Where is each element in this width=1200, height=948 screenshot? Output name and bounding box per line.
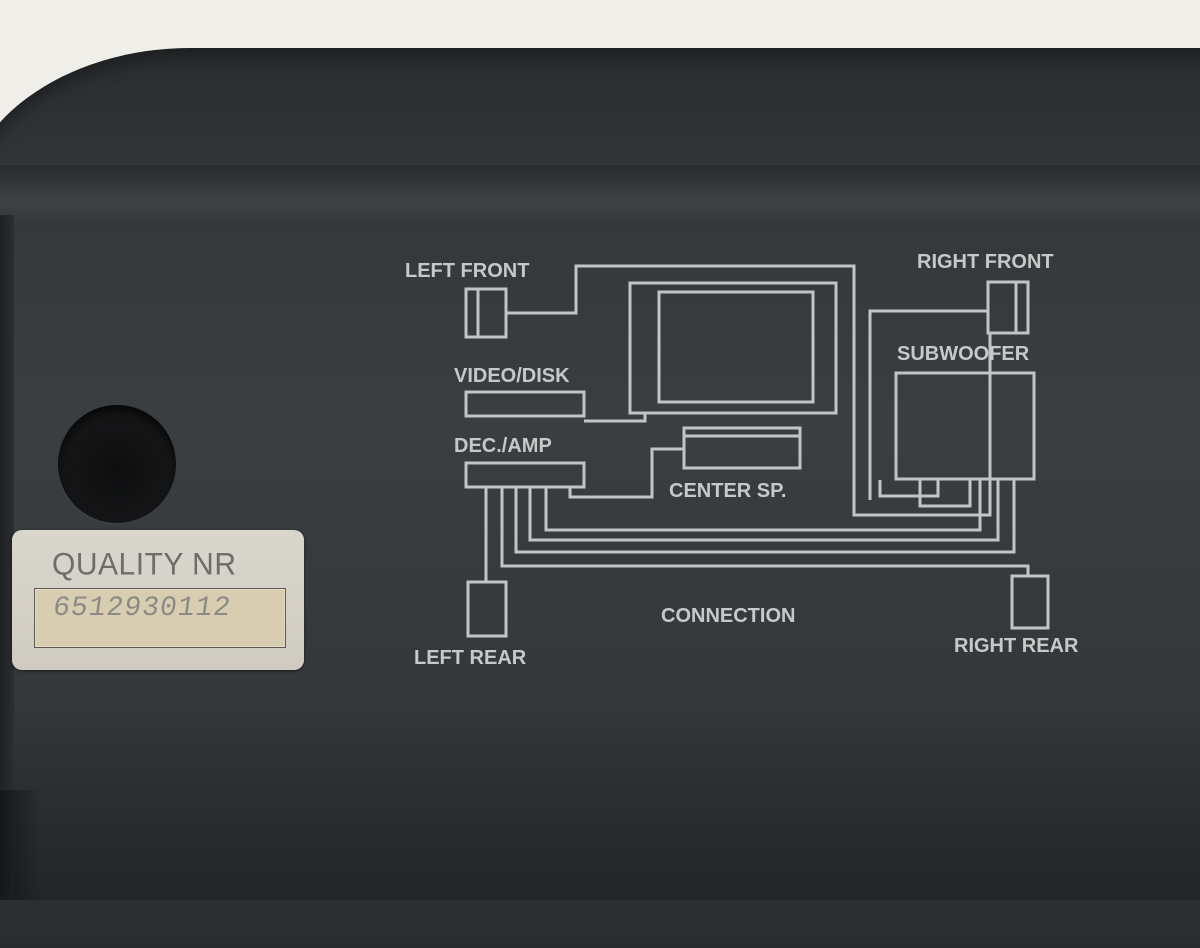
label-left-front: LEFT FRONT [405, 260, 529, 282]
video-tv-wire [584, 413, 647, 423]
housing-left-edge [0, 215, 14, 900]
housing-shadow [0, 700, 1200, 900]
amp-wire-a [544, 479, 982, 532]
subwoofer-box [894, 371, 1036, 481]
right-rear-speaker [1010, 574, 1050, 630]
amp-center-wire [568, 447, 684, 499]
amp-wire-c [514, 479, 1016, 554]
amp-wire-b [528, 479, 1000, 542]
left-front-wire [506, 264, 992, 517]
subwoofer-wire-2 [918, 479, 972, 508]
housing-corner-shadow [0, 790, 40, 900]
left-front-speaker [464, 287, 508, 339]
connection-diagram: LEFT FRONT RIGHT FRONT SUBWOOFER VIDEO/D… [405, 251, 1079, 669]
label-dec-amp: DEC./AMP [454, 435, 552, 457]
housing-ridge [0, 165, 1200, 225]
label-left-rear: LEFT REAR [414, 647, 527, 669]
quality-sticker: QUALITY NR 6512930112 [12, 530, 304, 670]
center-speaker [682, 426, 802, 470]
right-rear-wire [500, 487, 1030, 576]
mounting-hole [58, 405, 176, 523]
left-rear-speaker [466, 580, 508, 638]
tv-outer [628, 281, 838, 415]
label-right-front: RIGHT FRONT [917, 251, 1054, 273]
right-front-speaker [986, 280, 1030, 335]
sticker-number-field: 6512930112 [34, 588, 286, 648]
video-disk-unit [464, 390, 586, 418]
subwoofer-back-wire [868, 309, 988, 500]
label-subwoofer: SUBWOOFER [897, 343, 1030, 365]
subwoofer-front-edge [894, 373, 1034, 481]
label-center-sp: CENTER SP. [669, 480, 786, 502]
label-video-disk: VIDEO/DISK [454, 365, 570, 387]
label-right-rear: RIGHT REAR [954, 635, 1079, 657]
dec-amp-unit [464, 461, 586, 489]
tv-screen [657, 290, 815, 404]
subwoofer-wire-1 [878, 479, 940, 498]
sticker-title: QUALITY NR [52, 547, 237, 582]
label-connection: CONNECTION [661, 605, 795, 627]
